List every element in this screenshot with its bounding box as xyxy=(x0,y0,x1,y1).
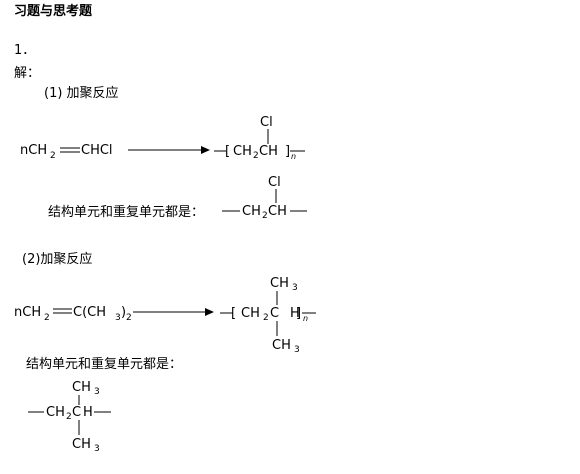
part2-polymer-ch-h: H xyxy=(290,306,300,321)
part2-monomer-sub2b: 2 xyxy=(126,313,132,323)
part2-repeat-c: C xyxy=(72,405,81,420)
part1-repeat-ch2: CH xyxy=(268,204,287,219)
part2-bottom-sub3: 3 xyxy=(294,345,300,355)
part2-bottom-ch: CH xyxy=(272,338,291,353)
part2-repeat-top-sub: 3 xyxy=(94,387,100,397)
part1-polymer-sub2: 2 xyxy=(253,151,259,161)
part1-bracket-left: [ xyxy=(225,144,230,159)
part1-polymer-ch2: CH xyxy=(259,144,278,159)
part2-polymer-sub2: 2 xyxy=(263,313,269,323)
part2-subscript-n: n xyxy=(303,314,308,323)
part2-top-sub3: 3 xyxy=(292,283,298,293)
part2-monomer-sub3: 3 xyxy=(115,313,121,323)
part1-monomer-chcl: CHCl xyxy=(81,143,113,158)
part2-monomer-close: ) xyxy=(121,305,126,320)
part2-label: (2)加聚反应 xyxy=(22,251,92,267)
part1-bracket-right: ] xyxy=(285,144,290,159)
part2-repeat-sub2: 2 xyxy=(66,412,72,422)
part2-repeat-bottom: CH xyxy=(72,437,91,452)
part2-bracket-right: ] xyxy=(296,306,301,321)
part2-arrow-head xyxy=(205,308,214,316)
part1-repeat-cl: Cl xyxy=(268,175,281,190)
part2-monomer-c: C(CH xyxy=(73,305,106,320)
part1-substituent-cl: Cl xyxy=(260,115,273,130)
solution-label: 解： xyxy=(14,66,41,81)
part2-repeat-text: 结构单元和重复单元都是： xyxy=(26,356,182,372)
part1-repeat-sub2: 2 xyxy=(262,211,268,221)
part2-repeat-top: CH xyxy=(72,380,91,395)
section-title: 习题与思考题 xyxy=(14,4,93,19)
part1-repeat-text: 结构单元和重复单元都是： xyxy=(48,204,204,220)
part2-monomer-sub2: 2 xyxy=(44,313,50,323)
part1-arrow-head xyxy=(201,146,210,154)
part2-repeat-c-h: H xyxy=(83,405,93,420)
part2-polymer-c: C xyxy=(270,306,279,321)
part1-label: (1) 加聚反应 xyxy=(44,85,119,101)
part2-polymer-ch: CH xyxy=(241,306,260,321)
part2-repeat-bottom-sub: 3 xyxy=(94,444,100,454)
part2-top-ch: CH xyxy=(270,276,289,291)
part1-repeat-ch: CH xyxy=(242,204,261,219)
part1-subscript-n: n xyxy=(291,152,296,161)
part1-polymer-ch: CH xyxy=(233,144,252,159)
question-number: 1． xyxy=(14,43,36,58)
part2-repeat-ch: CH xyxy=(46,405,65,420)
part2-monomer-nch: nCH xyxy=(14,305,41,320)
part1-monomer-nch: nCH xyxy=(20,143,47,158)
part1-monomer-sub2: 2 xyxy=(50,151,56,161)
part2-bracket-left: [ xyxy=(231,306,236,321)
